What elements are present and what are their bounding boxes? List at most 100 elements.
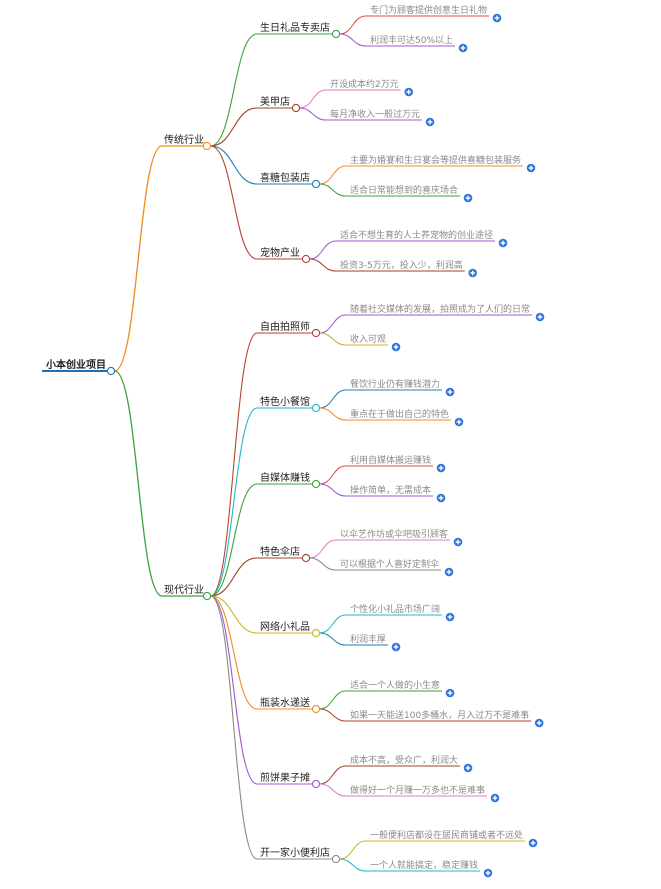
topic-toggle[interactable] — [301, 553, 311, 563]
expand-plus-icon[interactable] — [425, 117, 435, 127]
expand-plus-icon[interactable] — [444, 567, 454, 577]
topic-toggle[interactable] — [311, 328, 321, 338]
expand-plus-icon[interactable] — [498, 238, 508, 248]
topic-label: 网络小礼品 — [260, 620, 310, 633]
branch-toggle-1[interactable] — [202, 591, 212, 601]
branch-label-0: 传统行业 — [164, 133, 204, 146]
edge-branch-to-topic — [210, 595, 258, 710]
expand-plus-icon[interactable] — [453, 537, 463, 547]
topic-toggle[interactable] — [311, 704, 321, 714]
topic-label: 美甲店 — [260, 95, 290, 108]
edge-topic-to-leaf — [309, 240, 337, 260]
leaf-label: 适合不想生育的人士养宠物的创业途径 — [340, 229, 493, 241]
leaf-label: 利润丰厚 — [350, 633, 386, 645]
expand-plus-icon[interactable] — [468, 268, 478, 278]
edge-topic-to-leaf — [319, 314, 347, 334]
topic-label: 喜糖包装店 — [260, 171, 310, 184]
edge-topic-to-leaf — [319, 389, 347, 409]
leaf-label: 个性化小礼品市场广阔 — [350, 603, 440, 615]
leaf-label: 如果一天能送100多桶水，月入过万不是难事 — [350, 709, 529, 721]
leaf-label: 以伞艺作坊或伞吧吸引顾客 — [340, 528, 448, 540]
leaf-label: 投资3-5万元，投入少，利润高 — [340, 259, 463, 271]
leaf-label: 开设成本约2万元 — [330, 78, 399, 90]
branch-toggle-0[interactable] — [202, 141, 212, 151]
expand-plus-icon[interactable] — [391, 342, 401, 352]
topic-toggle[interactable] — [331, 29, 341, 39]
expand-plus-icon[interactable] — [445, 612, 455, 622]
edge-topic-to-leaf — [299, 107, 327, 121]
edge-topic-to-leaf — [299, 89, 327, 109]
edge-branch-to-topic — [210, 483, 258, 597]
edge-branch-to-topic — [210, 107, 258, 147]
topic-toggle[interactable] — [291, 103, 301, 113]
topic-label: 自由拍照师 — [260, 320, 310, 333]
edge-branch-to-topic — [210, 145, 258, 185]
edge-topic-to-leaf — [319, 183, 347, 197]
topic-label: 煎饼果子摊 — [260, 771, 310, 784]
topic-toggle[interactable] — [311, 403, 321, 413]
expand-plus-icon[interactable] — [483, 868, 493, 878]
edge-topic-to-leaf — [309, 539, 337, 559]
expand-plus-icon[interactable] — [436, 493, 446, 503]
edge-root-to-0 — [114, 145, 163, 372]
leaf-label: 一般便利店都设在居民商铺或者不远处 — [370, 829, 523, 841]
expand-plus-icon[interactable] — [535, 312, 545, 322]
edge-branch-to-topic — [210, 595, 258, 860]
leaf-label: 操作简单，无需成本 — [350, 484, 431, 496]
edge-topic-to-leaf — [319, 632, 347, 646]
edge-branch-to-topic — [210, 407, 258, 597]
edge-topic-to-leaf — [319, 690, 347, 710]
topic-toggle[interactable] — [311, 628, 321, 638]
mind-map-nodes: 小本创业项目传统行业生日礼品专卖店专门为顾客提供创意生日礼物利润丰可达50%以上… — [45, 4, 545, 878]
edge-topic-to-leaf — [319, 483, 347, 497]
edge-topic-to-leaf — [309, 258, 337, 272]
edge-topic-to-leaf — [339, 15, 367, 35]
edge-topic-to-leaf — [319, 465, 347, 485]
expand-plus-icon[interactable] — [445, 387, 455, 397]
topic-toggle[interactable] — [331, 854, 341, 864]
expand-plus-icon[interactable] — [526, 163, 536, 173]
leaf-label: 适合一个人做的小生意 — [350, 679, 440, 691]
expand-plus-icon[interactable] — [436, 463, 446, 473]
topic-toggle[interactable] — [301, 254, 311, 264]
expand-plus-icon[interactable] — [492, 13, 502, 23]
topic-toggle[interactable] — [311, 779, 321, 789]
edge-branch-to-topic — [210, 145, 258, 260]
edge-branch-to-topic — [210, 595, 258, 634]
leaf-label: 主要为婚宴和生日宴会等提供喜糖包装服务 — [350, 154, 521, 166]
expand-plus-icon[interactable] — [454, 417, 464, 427]
topic-label: 自媒体赚钱 — [260, 471, 310, 484]
leaf-label: 成本不高，受众广，利润大 — [350, 754, 458, 766]
expand-plus-icon[interactable] — [445, 688, 455, 698]
topic-label: 特色小餐馆 — [260, 395, 310, 408]
leaf-label: 一个人就能搞定，稳定赚钱 — [370, 859, 478, 871]
expand-plus-icon[interactable] — [463, 193, 473, 203]
topic-toggle[interactable] — [311, 179, 321, 189]
leaf-label: 适合日常能想到的喜庆场合 — [350, 184, 458, 196]
leaf-label: 每月净收入一般过万元 — [330, 108, 420, 120]
leaf-label: 做得好一个月赚一万多也不是难事 — [350, 784, 485, 796]
root-collapse-toggle[interactable] — [106, 366, 116, 376]
expand-plus-icon[interactable] — [490, 793, 500, 803]
leaf-label: 利用自媒体搬运赚钱 — [350, 454, 431, 466]
leaf-label: 餐饮行业仍有赚钱潜力 — [350, 378, 440, 390]
root-label: 小本创业项目 — [45, 358, 106, 371]
expand-plus-icon[interactable] — [404, 87, 414, 97]
expand-plus-icon[interactable] — [534, 718, 544, 728]
edge-topic-to-leaf — [339, 840, 367, 860]
edge-topic-to-leaf — [319, 165, 347, 185]
expand-plus-icon[interactable] — [458, 43, 468, 53]
edge-topic-to-leaf — [339, 858, 367, 872]
edge-topic-to-leaf — [319, 708, 347, 722]
expand-plus-icon[interactable] — [528, 838, 538, 848]
topic-toggle[interactable] — [311, 479, 321, 489]
expand-plus-icon[interactable] — [391, 642, 401, 652]
edge-topic-to-leaf — [339, 33, 367, 47]
expand-plus-icon[interactable] — [463, 763, 473, 773]
edge-branch-to-topic — [210, 332, 258, 597]
edge-branch-to-topic — [210, 33, 258, 147]
topic-label: 生日礼品专卖店 — [260, 21, 330, 34]
edge-branch-to-topic — [210, 557, 258, 597]
edge-topic-to-leaf — [319, 332, 347, 346]
